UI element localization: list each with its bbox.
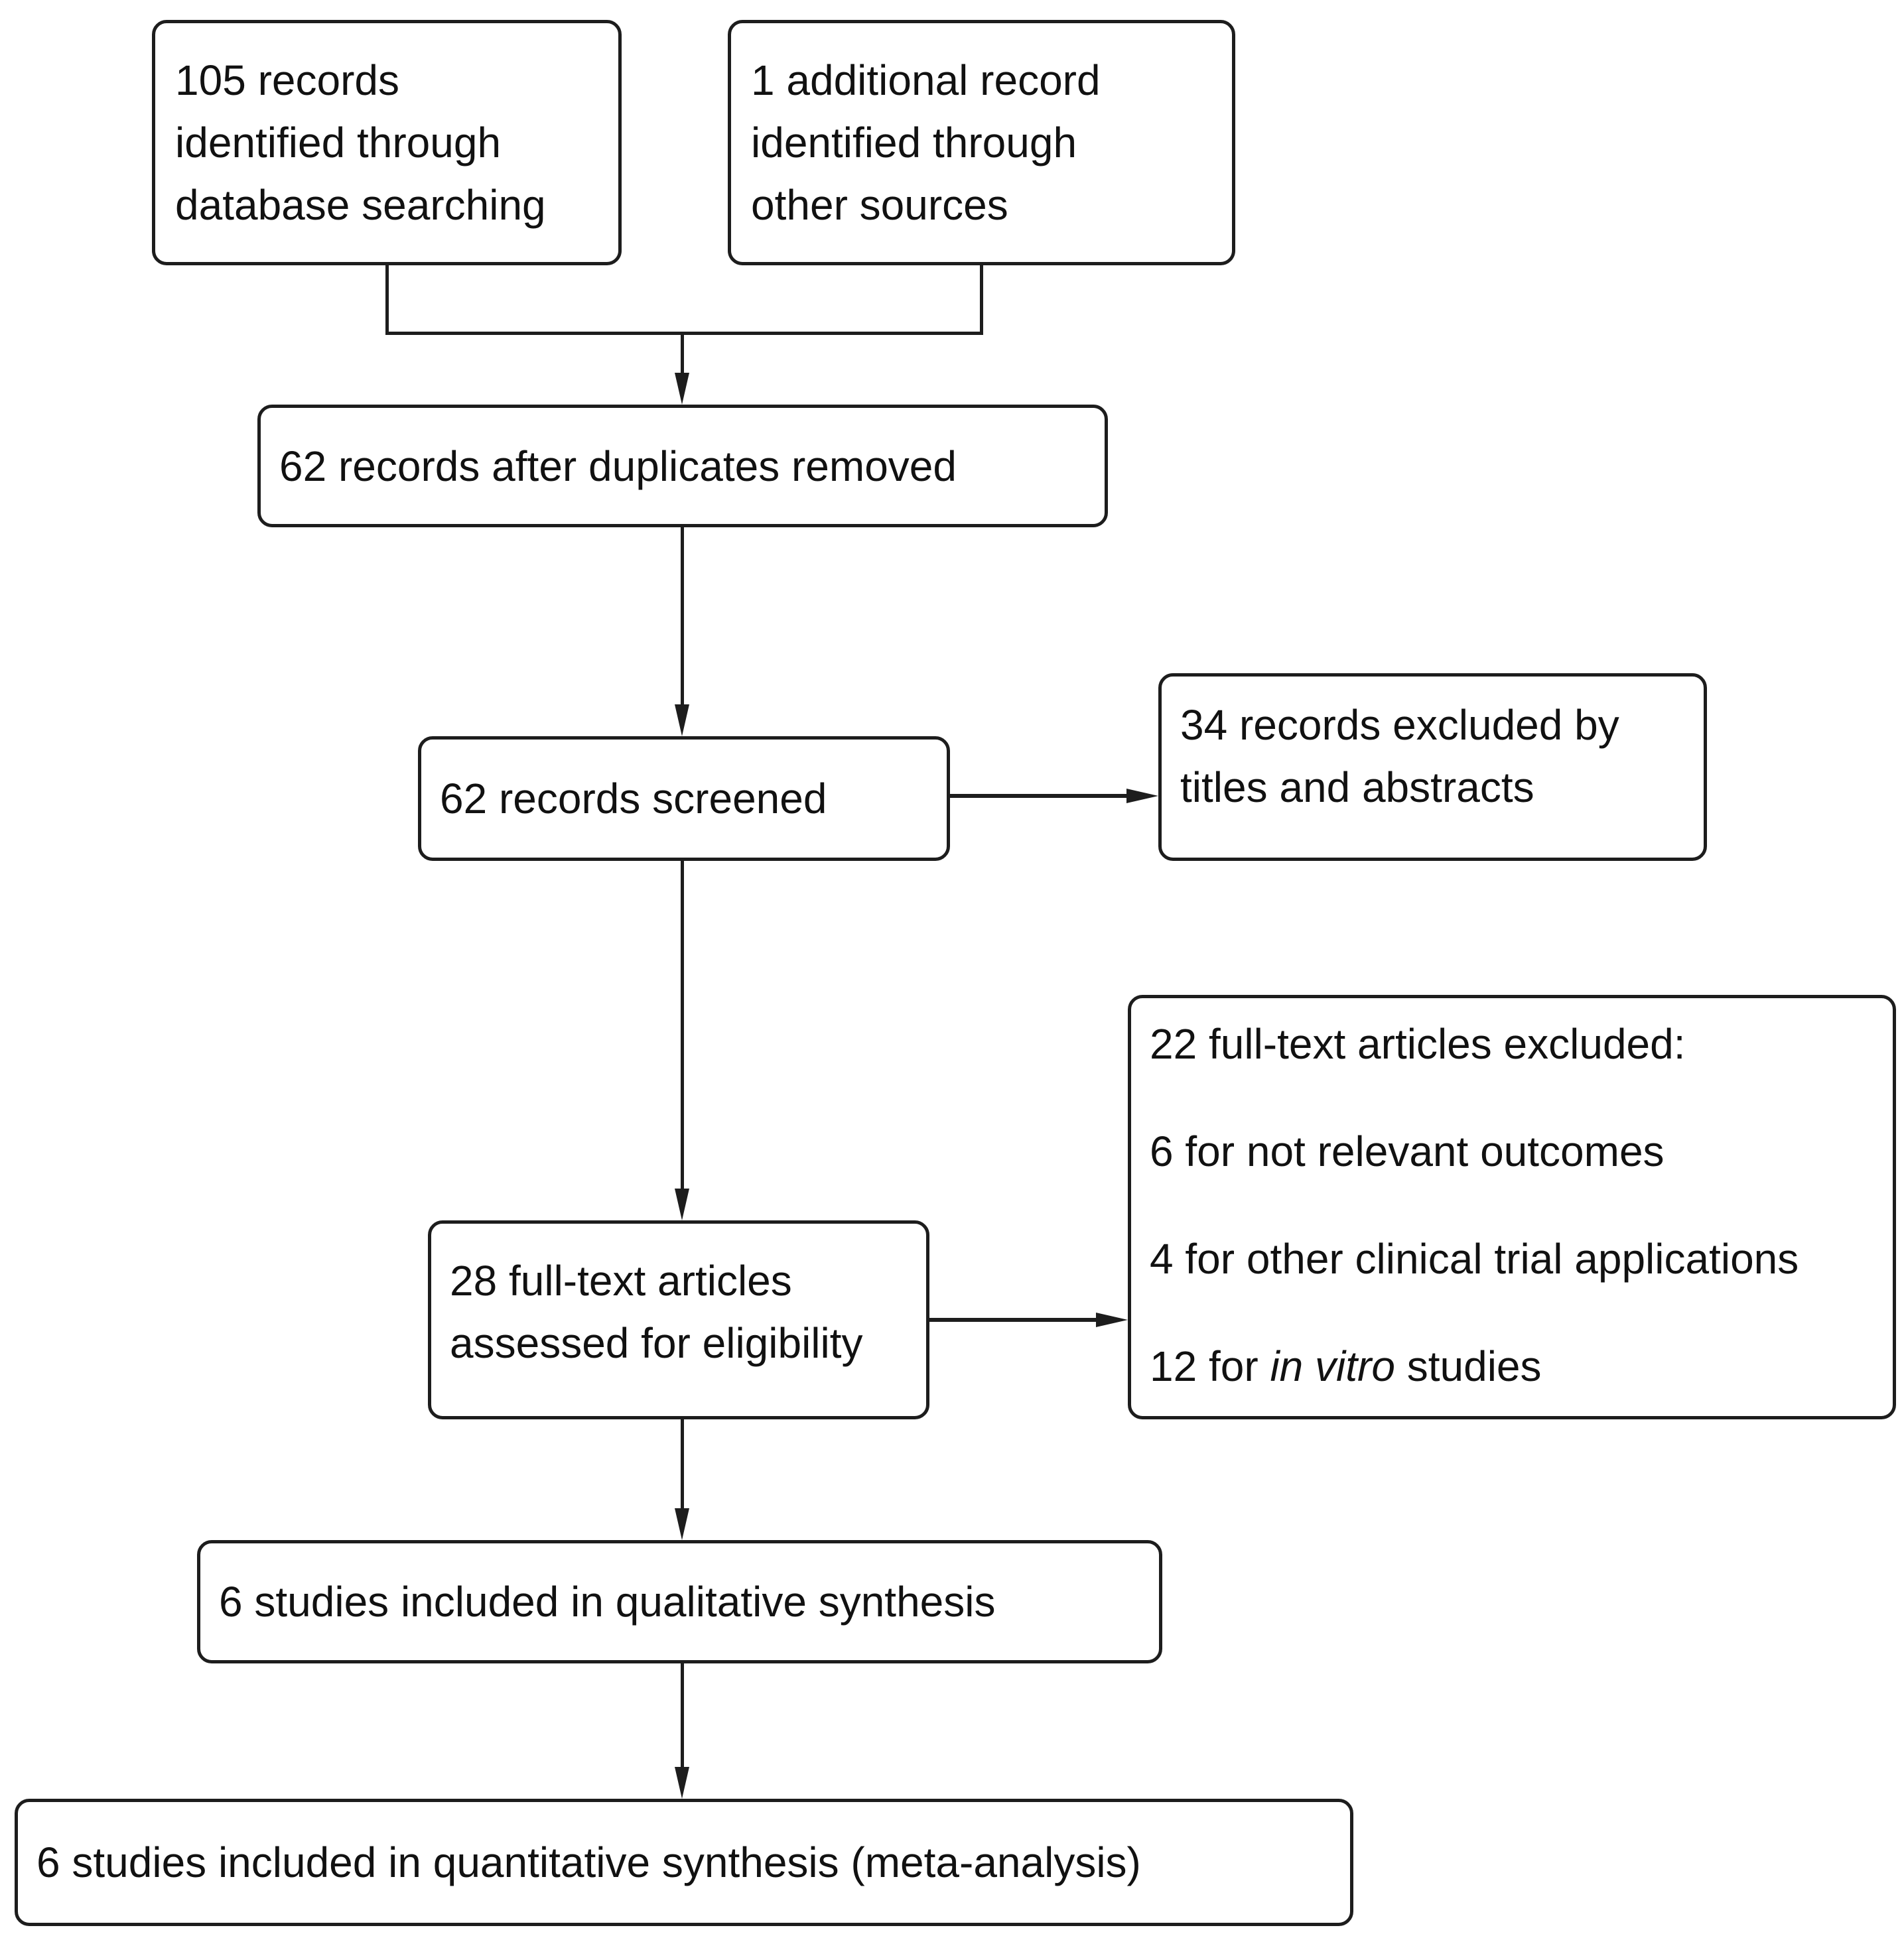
box-records-excluded-titles-abstracts: 34 records excluded by titles and abstra… [1158, 673, 1707, 861]
excluded-invitro-suffix: studies [1394, 1342, 1542, 1390]
connector-qualitative-to-quantitative [681, 1663, 684, 1768]
connector-database-down [385, 264, 389, 335]
box-quantitative-synthesis: 6 studies included in quantitative synth… [15, 1799, 1353, 1926]
box-text-line: database searching [175, 181, 546, 229]
box-text-line: 6 studies included in qualitative synthe… [219, 1578, 996, 1626]
box-text-line: 6 studies included in quantitative synth… [36, 1839, 1141, 1886]
box-records-after-duplicates: 62 records after duplicates removed [257, 405, 1108, 527]
box-text-line: 1 additional record [751, 56, 1101, 104]
connector-fulltext-to-excluded [929, 1318, 1099, 1322]
box-text-line: 62 records screened [440, 775, 827, 822]
box-text-line: 6 for not relevant outcomes [1150, 1128, 1665, 1175]
box-text-line: identified through [175, 119, 502, 166]
box-text-line: 22 full-text articles excluded: [1150, 1020, 1686, 1068]
arrow-down-icon [675, 373, 689, 405]
box-qualitative-synthesis: 6 studies included in qualitative synthe… [197, 1540, 1162, 1663]
box-text-line: 34 records excluded by [1180, 701, 1619, 749]
arrow-down-icon [675, 1189, 689, 1220]
connector-other-sources-down [980, 264, 983, 335]
connector-screened-to-fulltext [681, 861, 684, 1190]
connector-merge-down [681, 334, 684, 375]
box-text-line: other sources [751, 181, 1008, 229]
box-text-line: assessed for eligibility [450, 1319, 863, 1367]
connector-duplicates-to-screened [681, 527, 684, 706]
connector-fulltext-to-qualitative [681, 1419, 684, 1510]
connector-merge-bridge [385, 332, 983, 335]
box-text-line: 28 full-text articles [450, 1257, 792, 1305]
box-fulltext-assessed: 28 full-text articles assessed for eligi… [428, 1220, 929, 1419]
box-text-line: 105 records [175, 56, 399, 104]
excluded-invitro-prefix: 12 for [1150, 1342, 1270, 1390]
box-text-line: titles and abstracts [1180, 763, 1534, 811]
box-records-screened: 62 records screened [418, 736, 950, 861]
box-text-line: 12 for in vitro studies [1150, 1335, 1893, 1397]
box-fulltext-excluded: 22 full-text articles excluded: 6 for no… [1128, 995, 1896, 1419]
arrow-right-icon [1096, 1313, 1128, 1327]
connector-screened-to-excluded [950, 794, 1130, 798]
arrow-down-icon [675, 1508, 689, 1540]
arrow-right-icon [1126, 789, 1158, 803]
box-text-line: 4 for other clinical trial applications [1150, 1235, 1799, 1283]
box-records-identified-other-sources: 1 additional record identified through o… [728, 20, 1235, 265]
arrow-down-icon [675, 1767, 689, 1799]
excluded-invitro-italic: in vitro [1270, 1342, 1395, 1390]
box-text-line: 62 records after duplicates removed [279, 442, 957, 490]
box-text-line: identified through [751, 119, 1077, 166]
arrow-down-icon [675, 704, 689, 736]
box-records-identified-database: 105 records identified through database … [152, 20, 622, 265]
